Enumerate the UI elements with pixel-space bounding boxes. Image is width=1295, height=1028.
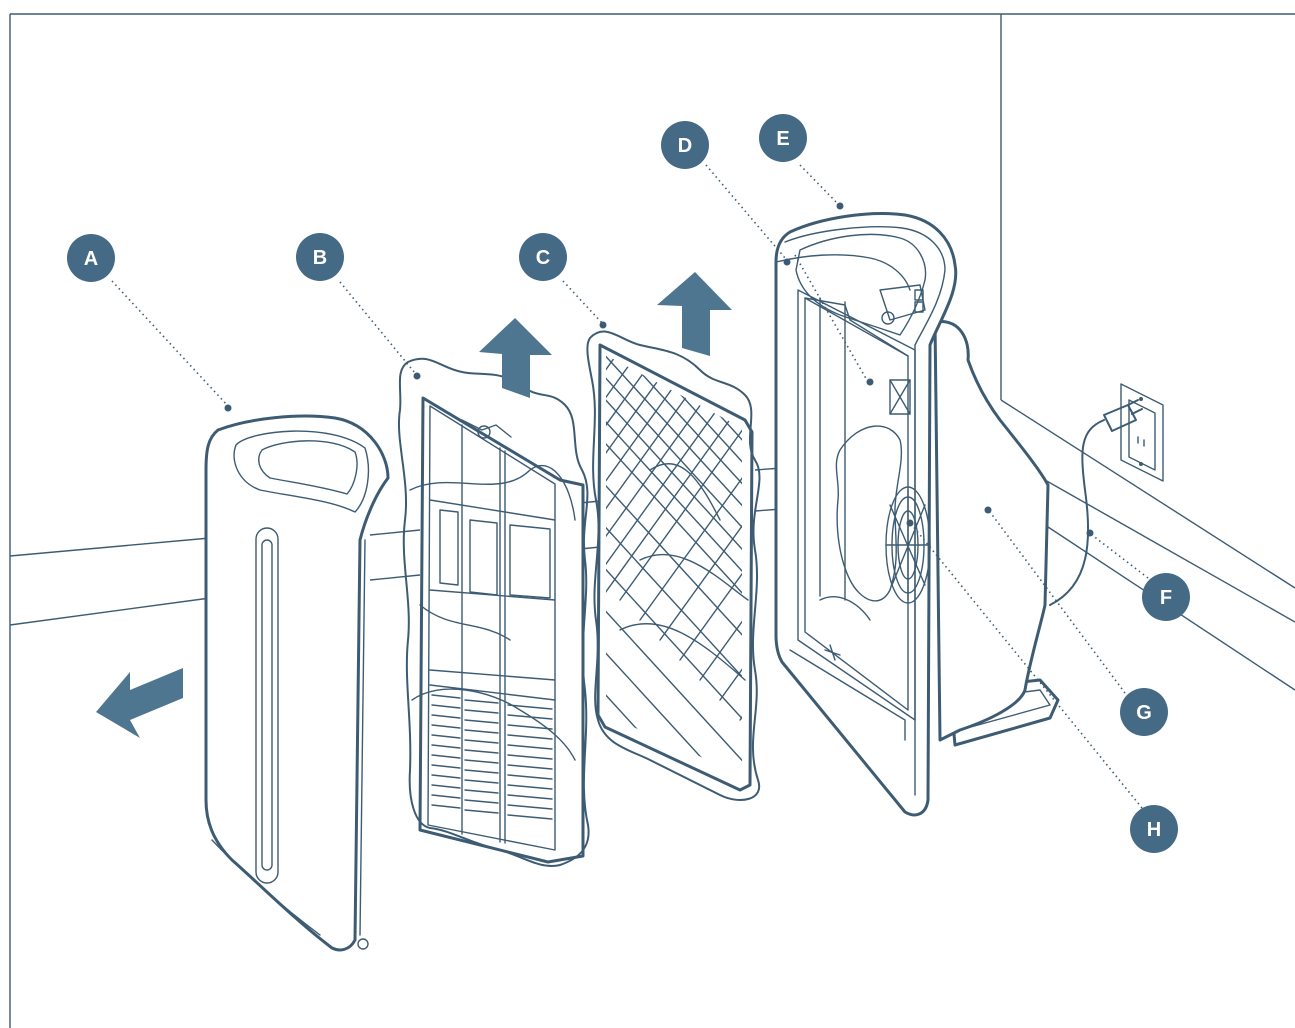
- hepa-filter: [399, 359, 589, 866]
- badge-b: B: [296, 233, 344, 281]
- badge-c: C: [519, 233, 567, 281]
- badge-a-text: A: [84, 248, 98, 270]
- badge-g: G: [1120, 688, 1168, 736]
- badge-h: H: [1130, 805, 1178, 853]
- purifier-housing: [776, 214, 1058, 815]
- badge-d-text: D: [678, 135, 692, 157]
- badge-b-text: B: [313, 247, 327, 269]
- badge-e: E: [759, 114, 807, 162]
- wall-outlet: [1121, 384, 1163, 481]
- power-cord: [1050, 400, 1142, 605]
- badge-c-text: C: [536, 247, 550, 269]
- badge-h-text: H: [1147, 819, 1161, 841]
- badge-f: F: [1142, 573, 1190, 621]
- badge-f-text: F: [1160, 587, 1172, 609]
- arrow-left-icon: [96, 668, 183, 738]
- badge-g-text: G: [1136, 702, 1152, 724]
- badge-d: D: [661, 121, 709, 169]
- badge-e-text: E: [776, 128, 789, 150]
- front-cover: [206, 416, 388, 950]
- arrow-up-icon: [479, 318, 552, 398]
- arrow-up-icon: [657, 272, 732, 356]
- badge-a: A: [67, 234, 115, 282]
